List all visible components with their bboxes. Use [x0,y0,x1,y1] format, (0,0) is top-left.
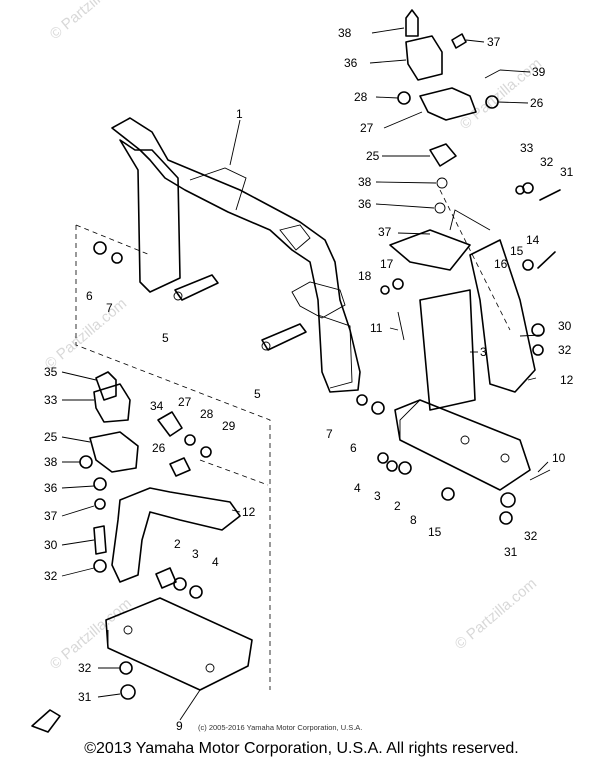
callout-25-lower: 25 [44,430,58,444]
callout-3-lower: 3 [192,547,199,561]
callout-2-right: 2 [394,499,401,513]
callout-6-left: 6 [86,289,93,303]
callout-26-lower: 26 [152,441,166,455]
watermark: © Partzilla.com [452,575,540,653]
callout-34: 37 [487,35,501,49]
callout-8: 8 [410,513,417,527]
callout-39: 39 [532,65,546,79]
callout-32-lower: 32 [44,569,58,583]
main-bracket-assembly [93,117,385,415]
callout-24: 28 [354,90,368,104]
callout-5-mid: 5 [254,387,261,401]
callout-32-upper: 32 [558,343,572,357]
leader-lines [61,27,549,721]
callout-36-lower: 36 [44,481,58,495]
callout-27-lower: 27 [178,395,192,409]
callout-35-lower: 35 [44,365,58,379]
callout-34-lower: 34 [150,399,164,413]
callout-3-upper: 3 [480,345,487,359]
callout-11: 12 [560,373,574,387]
callout-20: 18 [358,269,372,283]
callout-2-lower: 2 [174,537,181,551]
callout-30-lower: 30 [44,538,58,552]
callout-7-mid: 7 [326,427,333,441]
callout-7-left: 7 [106,301,113,315]
callout-27: 31 [560,165,574,179]
callout-16: 14 [526,233,540,247]
watermark: © Partzilla.com [47,0,135,43]
callout-28: 32 [540,155,554,169]
callout-1: 1 [236,107,243,121]
callout-6-mid: 6 [350,441,357,455]
callout-33: 36 [344,56,358,70]
callout-29: 33 [520,141,534,155]
callout-36-upper: 36 [358,197,372,211]
inner-copyright: (c) 2005-2016 Yamaha Motor Corporation, … [198,723,362,732]
callout-37-lower: 37 [44,509,58,523]
callout-29-lower: 29 [222,419,236,433]
callout-14: 11 [370,321,383,335]
callout-28-lower: 28 [200,407,214,421]
callout-38-lower: 38 [44,455,58,469]
callout-31-right: 31 [504,545,518,559]
right-base-plate [377,323,551,525]
callout-21: 25 [366,149,380,163]
callout-5-upper: 5 [162,331,169,345]
callout-3-right: 3 [374,489,381,503]
callout-9: 9 [176,719,183,733]
callout-18: 16 [494,257,508,271]
callout-15-label: 15 [428,525,442,539]
watermarks: © Partzilla.com © Partzilla.com © Partzi… [42,0,545,673]
callout-12-label: 12 [242,505,256,519]
callout-35: 38 [338,26,352,40]
callout-38-upper: 38 [358,175,372,189]
callout-4-lower: 4 [212,555,219,569]
callout-23: 27 [360,121,374,135]
guide-lines [75,224,271,690]
callout-33-lower: 33 [44,393,58,407]
lower-left-assembly [31,371,253,733]
callout-10: 10 [552,451,566,465]
callout-17: 15 [510,244,524,258]
callout-32-right: 32 [524,529,538,543]
callout-30-upper: 30 [558,319,572,333]
callout-19: 17 [380,257,394,271]
callout-32-bottom: 32 [78,661,92,675]
callout-labels: 1 38 37 36 39 28 26 27 25 33 32 31 38 38… [44,26,574,733]
callout-22: 26 [530,96,544,110]
callout-4-right: 4 [354,481,361,495]
footer-copyright: ©2013 Yamaha Motor Corporation, U.S.A. A… [84,740,519,757]
right-middle-bracket [380,182,561,411]
callout-31-bottom: 31 [78,690,92,704]
watermark: © Partzilla.com [42,295,130,373]
callout-37-upper: 37 [378,225,392,239]
